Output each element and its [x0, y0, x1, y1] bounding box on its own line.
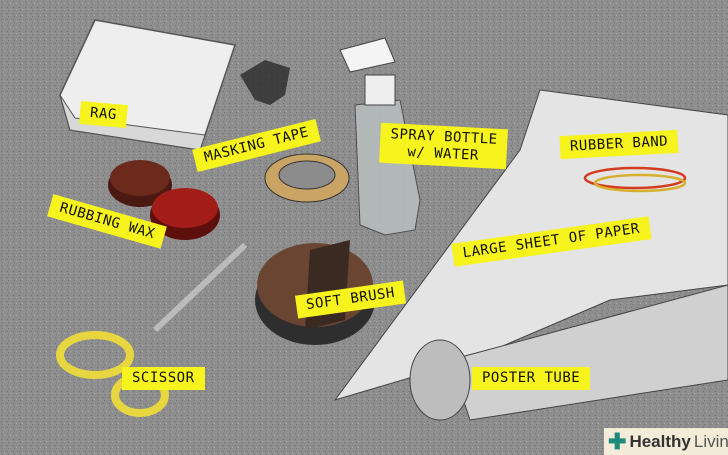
logo-normal: Living	[693, 431, 728, 451]
label-rag: RAG	[79, 101, 128, 128]
logo-bold: Healthy	[629, 431, 691, 451]
label-poster-tube: POSTER TUBE	[472, 367, 591, 390]
masking-tape	[264, 153, 350, 203]
cross-leaf-icon: ✚	[608, 428, 627, 454]
healthy-living-logo: ✚ Healthy Living	[604, 428, 728, 455]
spray-bottle	[339, 37, 421, 236]
shadow	[240, 60, 290, 105]
label-scissor: SCISSOR	[122, 367, 205, 390]
rubber-bands	[583, 166, 687, 193]
rubbing-wax	[108, 160, 220, 240]
label-spray-bottle: SPRAY BOTTLE w/ WATER	[379, 122, 509, 169]
